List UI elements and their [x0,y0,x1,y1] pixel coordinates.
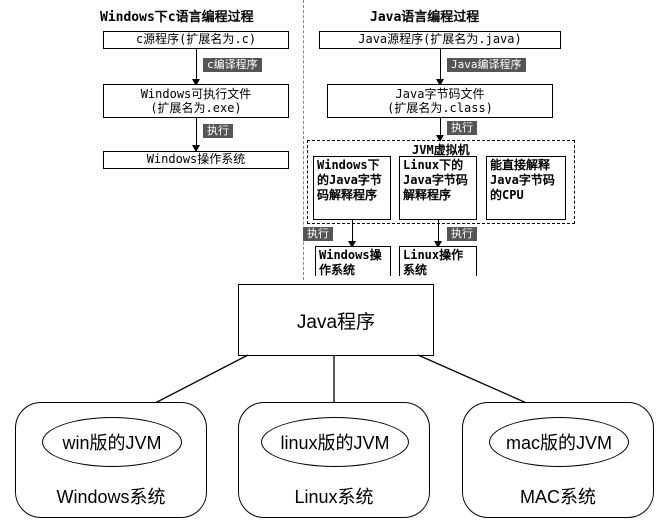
right-column-title: Java语言编程过程 [370,10,480,25]
left-arrow-2-head [192,145,200,152]
windows-os-box: Windows操作系统 [103,151,289,169]
java-program-box: Java程序 [238,284,434,356]
jvm-cell-cpu: 能直接解释Java字节码的CPU [486,156,566,220]
right-arrow-1-head [436,79,444,86]
windows-exe-line1: Windows可执行文件 [140,87,252,101]
jvm-container [307,140,575,224]
java-compiler-tag: Java编译程序 [447,58,526,72]
jvm-cell-windows: Windows下的Java字节码解释程序 [313,156,391,220]
linux-run-line [438,220,439,244]
jvm-cell-linux: Linux下的Java字节码解释程序 [399,156,477,220]
win-run-line [352,220,353,244]
left-column-title: Windows下c语言编程过程 [100,10,254,25]
right-arrow-2-line [440,118,441,138]
win-os-cell: Windows操作系统 [315,246,391,277]
linux-system-box: linux版的JVM Linux系统 [238,402,430,518]
mac-system-box: mac版的JVM MAC系统 [462,402,654,518]
right-arrow-1-line [440,49,441,83]
win-run-arrowhead [348,241,356,248]
windows-exe-box: Windows可执行文件 (扩展名为.exe) [103,84,289,118]
left-run-tag: 执行 [203,124,233,138]
java-source-box: Java源程序(扩展名为.java) [319,31,561,49]
c-source-box: c源程序(扩展名为.c) [103,31,289,49]
linux-run-tag: 执行 [447,227,477,241]
bytecode-line2: (扩展名为.class) [387,101,493,115]
bytecode-box: Java字节码文件 (扩展名为.class) [327,84,553,118]
windows-system-box: win版的JVM Windows系统 [15,402,207,518]
windows-system-label: Windows系统 [56,487,166,507]
linux-jvm-ellipse: linux版的JVM [261,417,409,467]
right-run-tag: 执行 [447,121,477,135]
left-arrow-1-head [192,79,200,86]
mac-system-label: MAC系统 [520,487,596,507]
windows-exe-line2: (扩展名为.exe) [150,101,242,115]
win-jvm-ellipse: win版的JVM [42,417,182,467]
column-divider [303,0,304,280]
win-run-tag: 执行 [303,227,333,241]
linux-system-label: Linux系统 [294,487,374,507]
bytecode-line1: Java字节码文件 [395,87,485,101]
jvm-title: JVM虚拟机 [412,143,470,157]
c-compiler-tag: c编译程序 [203,58,262,72]
mac-jvm-ellipse: mac版的JVM [489,417,629,467]
left-arrow-2-line [196,118,197,148]
linux-run-arrowhead [434,241,442,248]
linux-os-cell: Linux操作系统 [399,246,477,277]
right-arrow-2-head [436,135,444,142]
left-arrow-1-line [196,49,197,83]
